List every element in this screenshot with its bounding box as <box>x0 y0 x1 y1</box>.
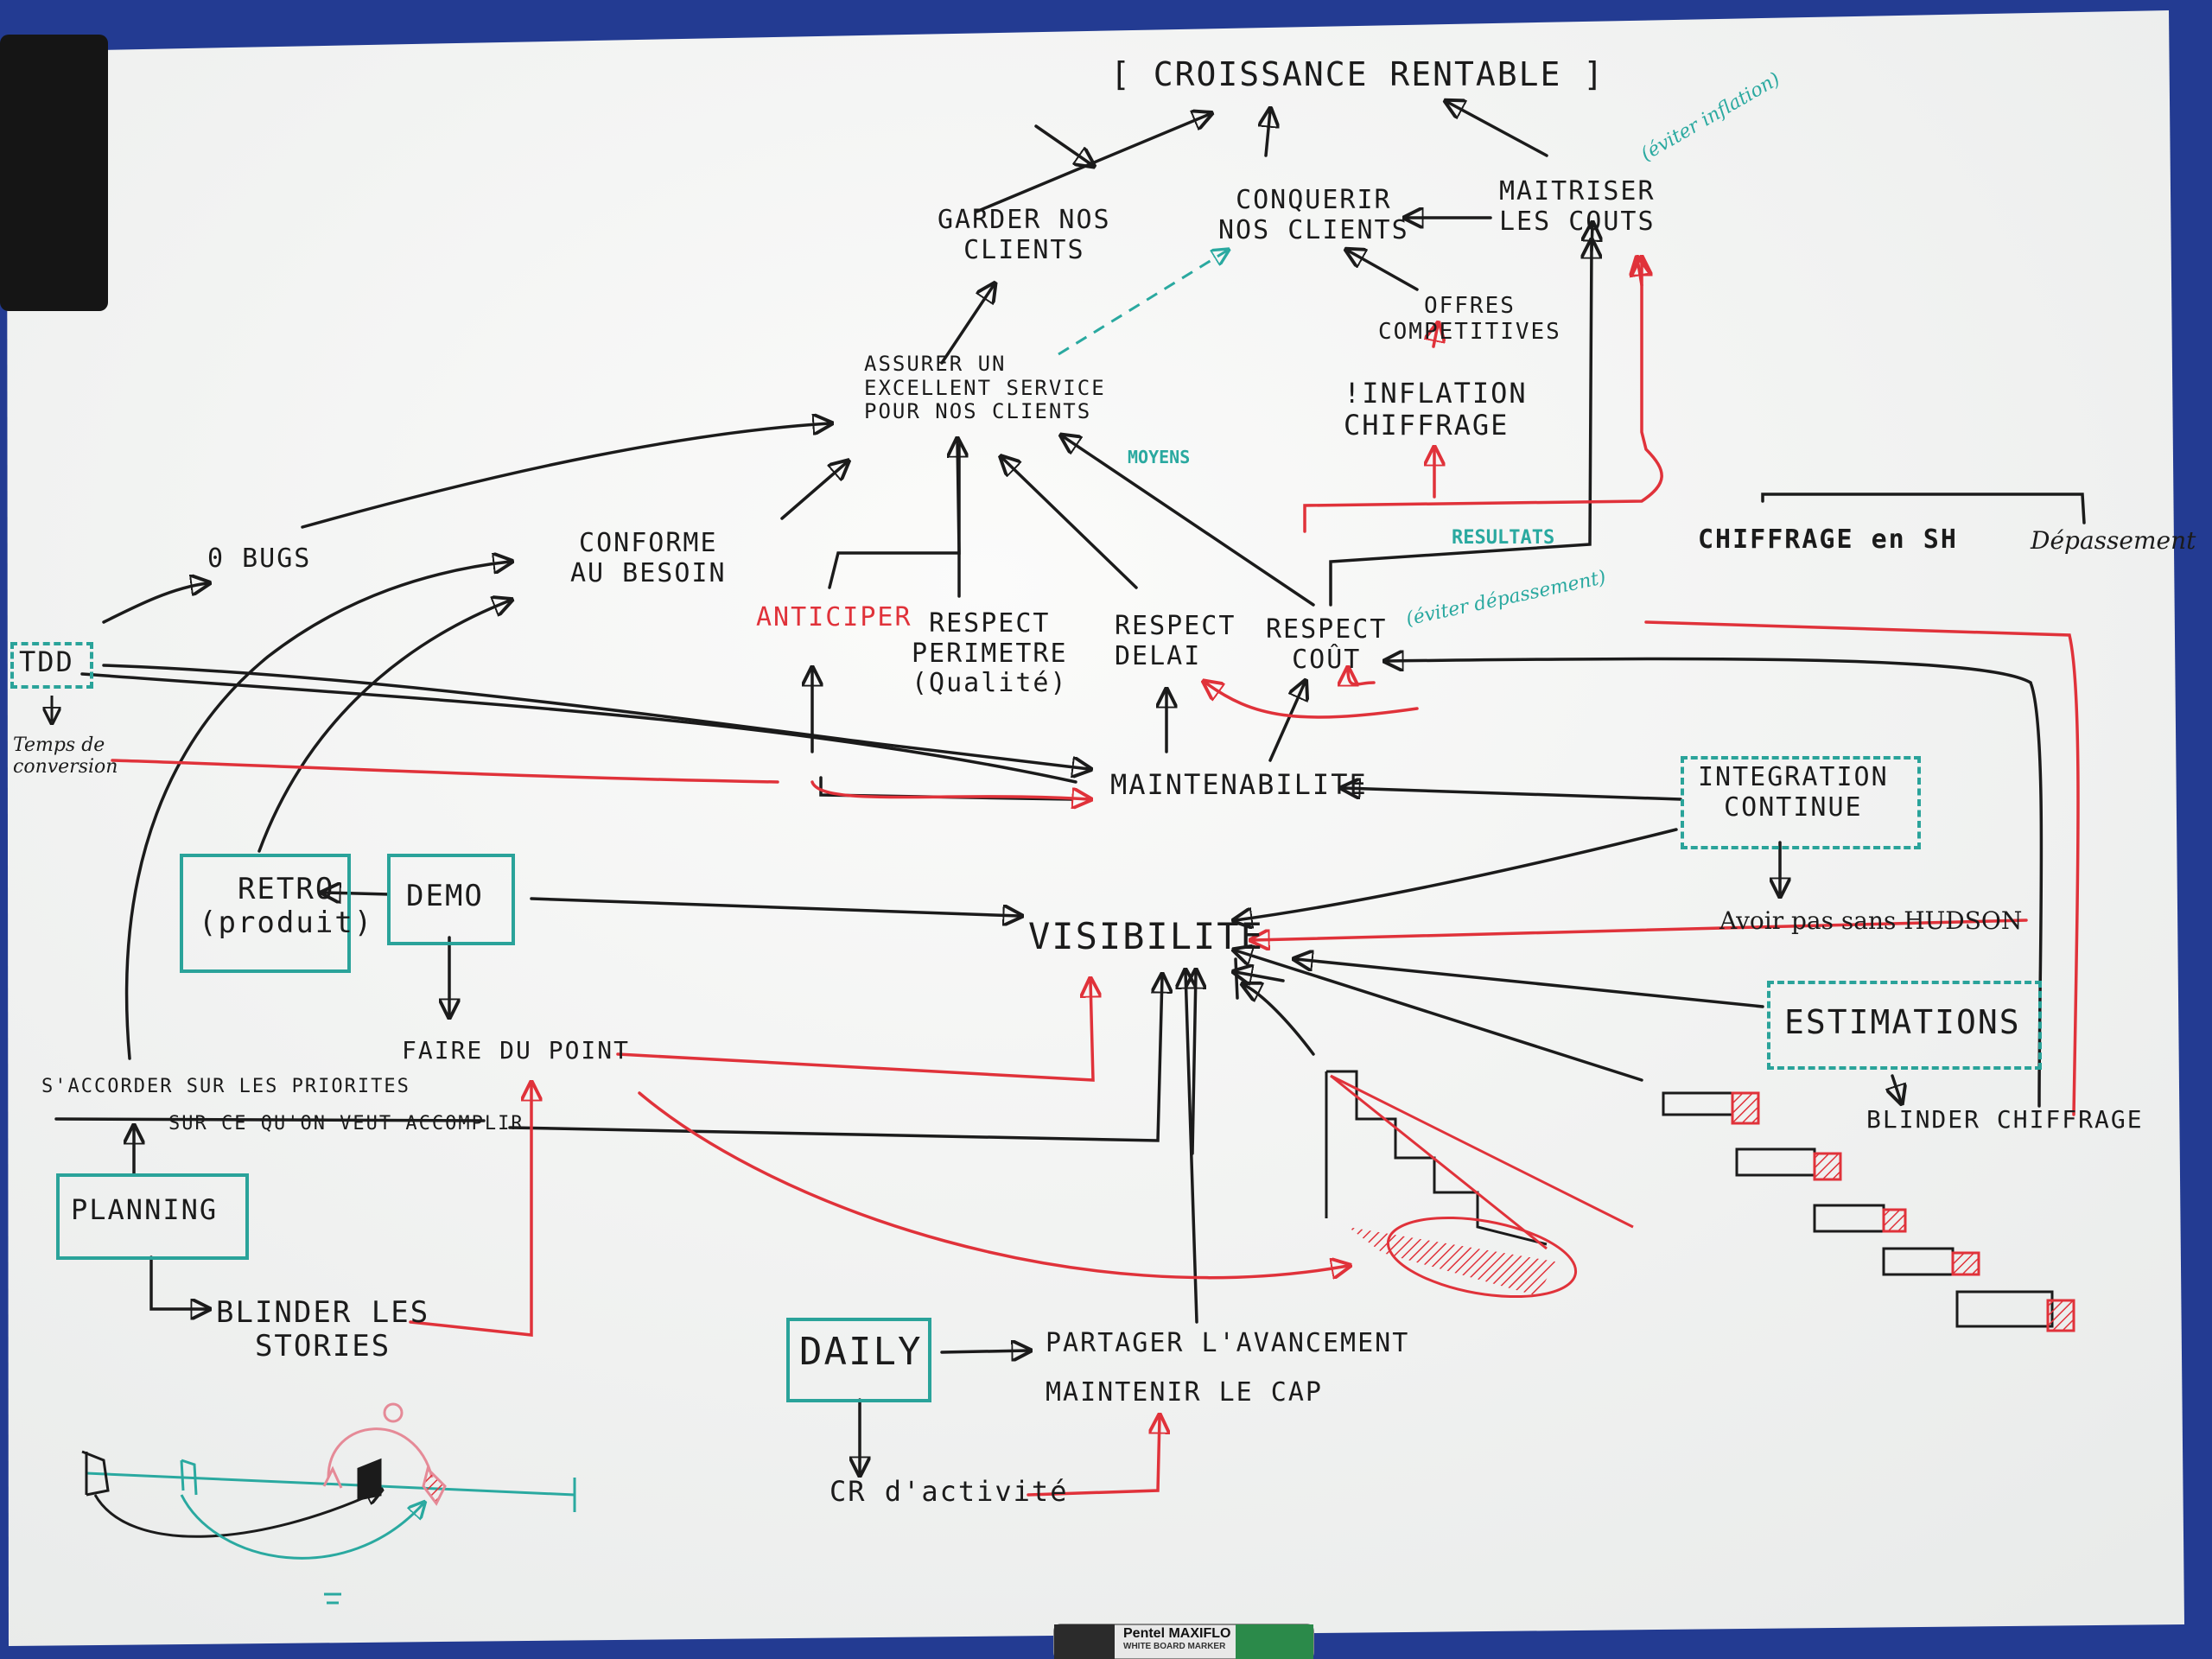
integration-continue-label: INTEGRATION CONTINUE <box>1698 762 1889 823</box>
inflation-chiffrage-label: !INFLATION CHIFFRAGE <box>1344 377 1528 442</box>
faire-point-label: FAIRE DU POINT <box>402 1036 631 1065</box>
cr-activite-label: CR d'activité <box>830 1475 1069 1508</box>
assurer-service-label: ASSURER UN EXCELLENT SERVICE POUR NOS CL… <box>864 352 1106 424</box>
estimations-box <box>1767 981 2042 1070</box>
croissance-rentable-label: [ CROISSANCE RENTABLE ] <box>1110 55 1605 93</box>
offres-competitives-label: OFFRES COMPETITIVES <box>1378 293 1561 345</box>
planning-label: PLANNING <box>71 1193 219 1226</box>
conforme-besoin-label: CONFORME AU BESOIN <box>570 528 727 588</box>
daily-box <box>786 1318 931 1402</box>
whiteboard-marker <box>1053 1624 1314 1659</box>
zero-bugs-label: 0 BUGS <box>207 543 312 574</box>
maintenir-cap-label: MAINTENIR LE CAP <box>1046 1377 1323 1408</box>
anticiper-label: ANTICIPER <box>756 602 912 632</box>
marker-sub: WHITE BOARD MARKER <box>1123 1642 1226 1651</box>
hudson-label: Avoir pas sans HUDSON <box>1719 906 2023 935</box>
resultats-label: RESULTATS <box>1452 527 1555 549</box>
maitriser-couts-label: MAITRISER LES COUTS <box>1499 176 1656 237</box>
demo-label: DEMO <box>406 879 484 913</box>
tdd-box <box>10 642 93 689</box>
board-surface <box>7 10 2184 1646</box>
demo-box <box>387 854 515 945</box>
integration-box <box>1681 756 1921 849</box>
conquerir-clients-label: CONQUERIR NOS CLIENTS <box>1218 185 1409 245</box>
visibilite-label: VISIBILITE <box>1028 915 1264 957</box>
daily-label: DAILY <box>799 1330 923 1374</box>
retro-label: RETRO (produit) <box>199 872 374 941</box>
garder-clients-label: GARDER NOS CLIENTS <box>938 205 1111 265</box>
respect-perimetre-label: RESPECT PERIMETRE (Qualité) <box>912 608 1068 698</box>
planning-box <box>56 1173 249 1260</box>
respect-delai-label: RESPECT DELAI <box>1115 611 1236 671</box>
temps-conversion-label: Temps de conversion <box>13 734 118 779</box>
chiffrage-sh-label: CHIFFRAGE en SH <box>1698 524 1958 555</box>
burndown-sketch <box>1325 1070 1634 1299</box>
timeline-sketch <box>81 1402 576 1605</box>
estimation-stairs <box>1662 1091 2075 1332</box>
accomplir-label: SUR CE QU'ON VEUT ACCOMPLIR <box>168 1113 524 1135</box>
accorder-priorites-label: S'ACCORDER SUR LES PRIORITES <box>41 1076 410 1097</box>
respect-cout-label: RESPECT COÛT <box>1266 614 1388 675</box>
board-clip <box>0 35 108 311</box>
blinder-stories-label: BLINDER LES STORIES <box>216 1295 430 1364</box>
marker-brand: Pentel MAXIFLO <box>1123 1626 1231 1641</box>
moyens-label: MOYENS <box>1128 447 1191 467</box>
maintenabilite-label: MAINTENABILITE <box>1110 768 1368 801</box>
depassement-label: Dépassement <box>2031 526 2196 555</box>
tdd-label: TDD <box>19 645 74 678</box>
blinder-chiffrage-label: BLINDER CHIFFRAGE <box>1866 1105 2144 1134</box>
retro-box <box>180 854 351 973</box>
estimations-label: ESTIMATIONS <box>1784 1003 2021 1041</box>
partager-avancement-label: PARTAGER L'AVANCEMENT <box>1046 1328 1410 1358</box>
